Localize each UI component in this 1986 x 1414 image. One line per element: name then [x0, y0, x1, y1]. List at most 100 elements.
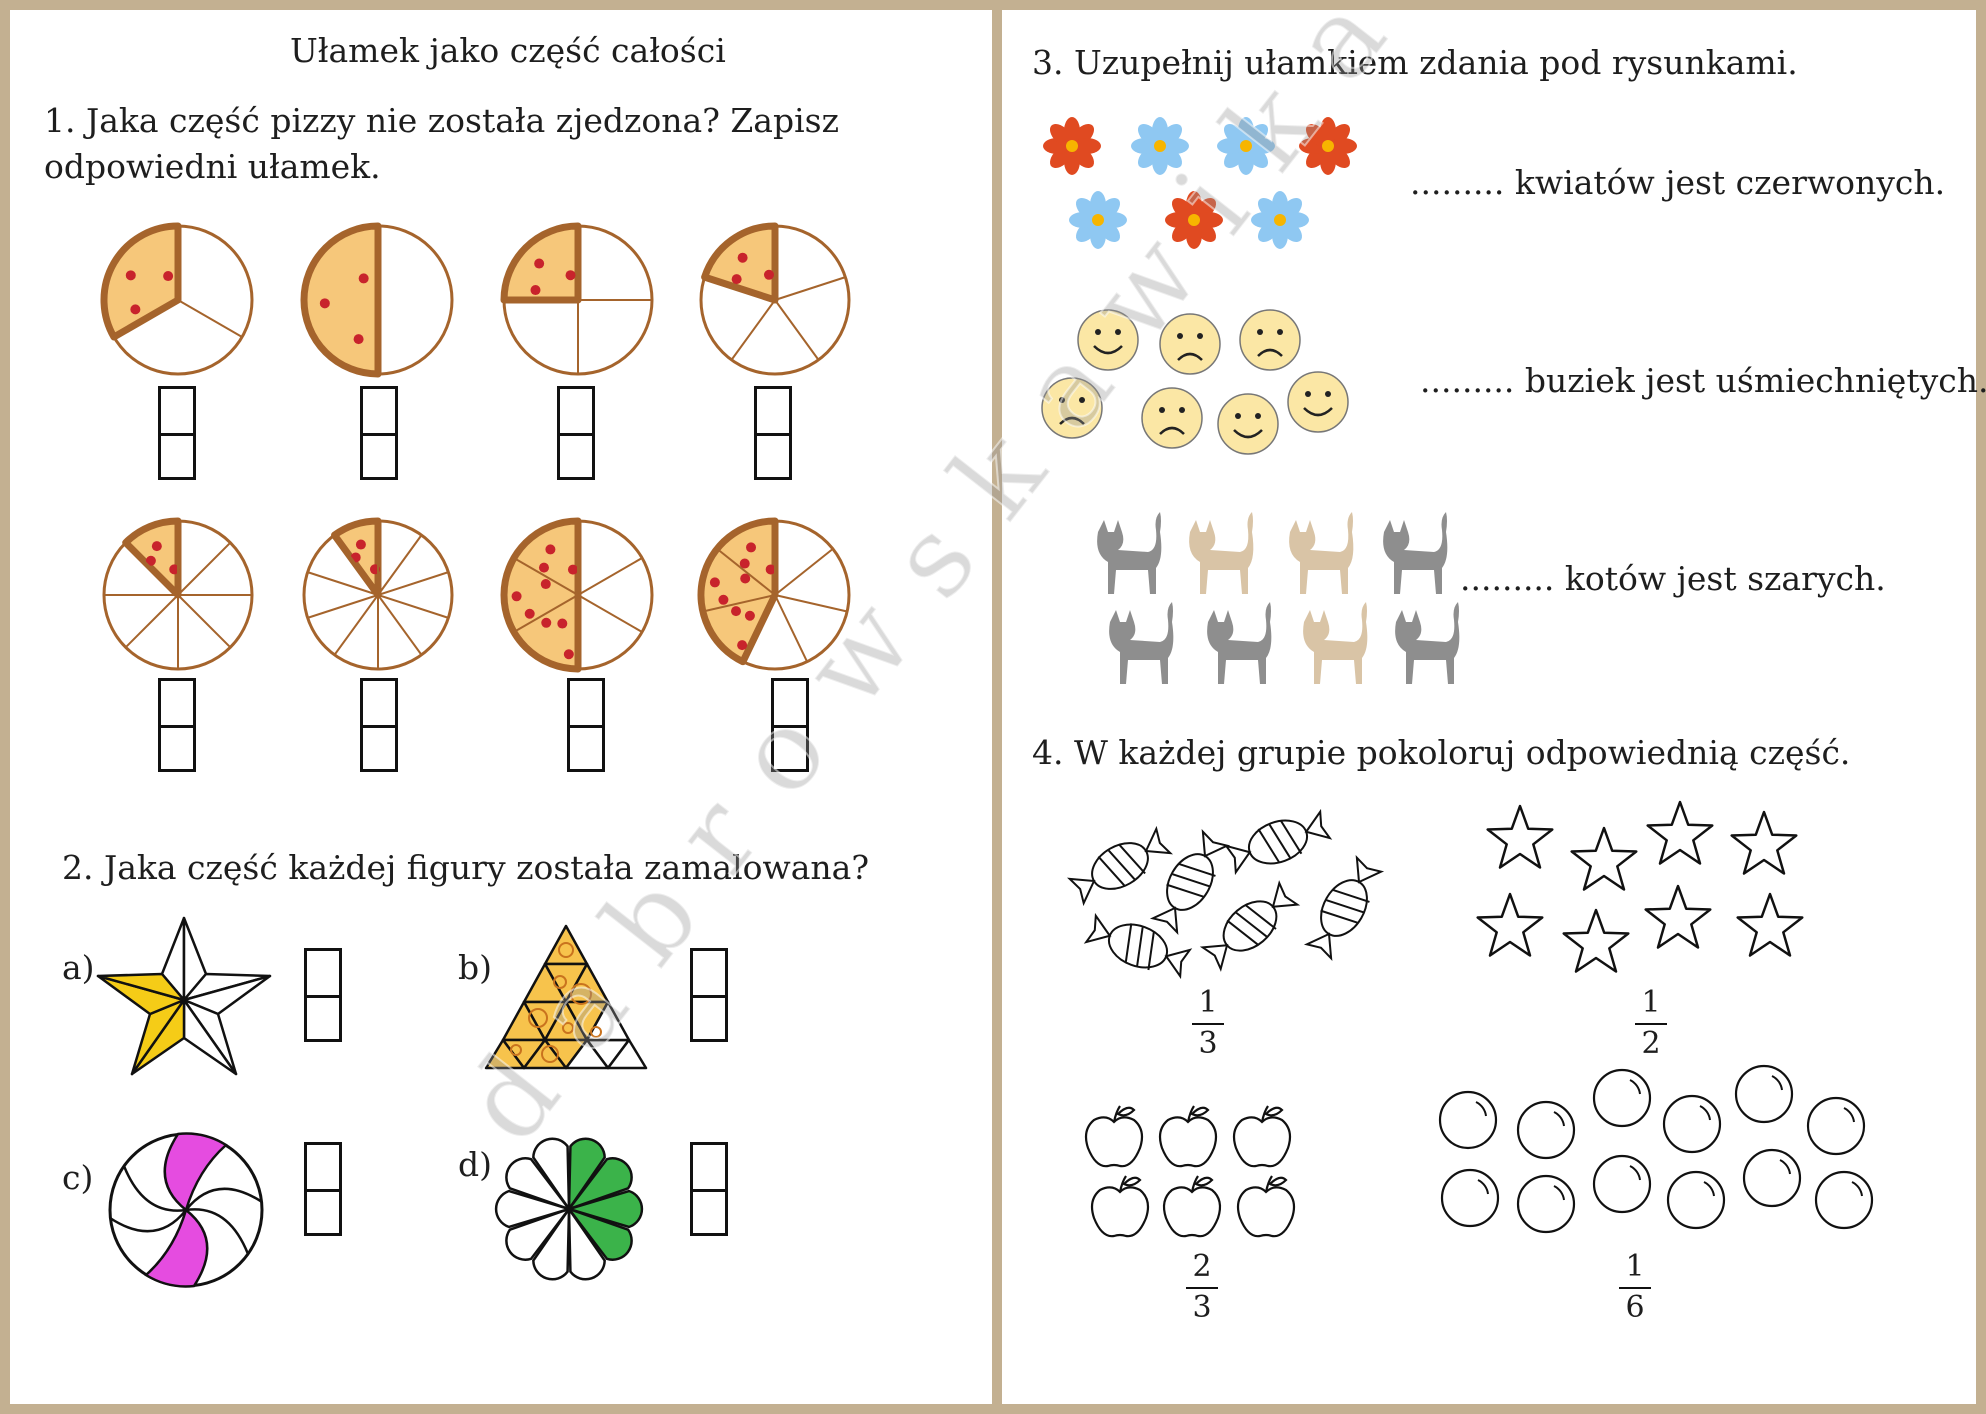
pepperoni — [545, 544, 556, 555]
answer-box-a[interactable] — [304, 948, 342, 1042]
bubble-icon — [1662, 1094, 1722, 1154]
slice-line — [774, 594, 848, 613]
fraction-stars-den: 2 — [1641, 1025, 1661, 1061]
flowers-group — [1043, 117, 1357, 249]
answer-box-c[interactable] — [304, 1142, 342, 1236]
face-icon — [1077, 309, 1139, 371]
pizza-2 — [300, 222, 454, 378]
star-figure-a — [96, 916, 272, 1076]
pizza-7 — [500, 517, 654, 673]
bubble-icon — [1516, 1100, 1576, 1160]
bubble-icon — [1734, 1064, 1794, 1124]
slice-line — [704, 276, 776, 301]
slice-line — [124, 594, 179, 649]
cheese-triangle-b — [484, 924, 648, 1070]
slice-line — [177, 594, 232, 649]
label-b: b) — [458, 948, 492, 987]
flower-icon — [1069, 191, 1127, 249]
slice-line — [177, 299, 243, 338]
flower-icon — [1131, 117, 1189, 175]
q3-text: 3. Uzupełnij ułamkiem zdania pod rysunka… — [1032, 43, 1798, 82]
face-icon — [1141, 387, 1203, 449]
pizza-6 — [302, 517, 454, 671]
star-icon — [1562, 908, 1630, 973]
answer-box-pizza-7[interactable] — [567, 678, 605, 772]
star-icon — [1646, 800, 1714, 865]
answer-box-pizza-2[interactable] — [360, 386, 398, 480]
q1-text-line1: 1. Jaka część pizzy nie została zjedzona… — [44, 101, 839, 140]
pepperoni — [125, 270, 136, 281]
cat-icon — [1109, 602, 1174, 684]
q1-text-line2: odpowiedni ułamek. — [44, 147, 381, 186]
apple-icon — [1236, 1175, 1296, 1238]
q4-text: 4. W każdej grupie pokoloruj odpowiednią… — [1032, 733, 1851, 772]
star-icon — [1644, 884, 1712, 949]
candy-icon — [1199, 880, 1301, 972]
slice-line — [377, 594, 423, 656]
answer-box-pizza-4[interactable] — [754, 386, 792, 480]
flower-icon — [1251, 191, 1309, 249]
stars-group — [1476, 800, 1804, 973]
petal-flower-d — [494, 1137, 644, 1281]
bubble-icon — [1438, 1090, 1498, 1150]
petal — [565, 1157, 633, 1212]
pizza-remaining — [701, 222, 779, 304]
star-icon — [1476, 892, 1544, 957]
cat-icon — [1303, 602, 1368, 684]
fraction-bubbles-den: 6 — [1625, 1289, 1645, 1325]
bubble-icon — [1814, 1170, 1874, 1230]
label-a: a) — [62, 948, 95, 987]
cat-icon — [1395, 602, 1460, 684]
petal — [567, 1137, 606, 1214]
pepperoni — [151, 541, 162, 552]
worksheet-left-page: Ułamek jako część całości 1. Jaka część … — [10, 10, 992, 1404]
bubble-icon — [1440, 1168, 1500, 1228]
slice-line — [577, 557, 643, 596]
pepperoni — [763, 269, 774, 280]
fraction-candies-den: 3 — [1198, 1025, 1218, 1061]
slice-line — [333, 594, 379, 656]
slice-line — [774, 548, 834, 596]
pepperoni — [319, 298, 330, 309]
pepperoni — [744, 610, 755, 621]
answer-box-pizza-1[interactable] — [158, 386, 196, 480]
slice-line — [177, 541, 232, 596]
bubble-icon — [1592, 1154, 1652, 1214]
pizza-3 — [500, 222, 654, 376]
slice-line — [774, 276, 846, 301]
label-c: c) — [62, 1158, 94, 1197]
pepperoni — [540, 579, 551, 590]
cat-icon — [1097, 512, 1162, 594]
answer-box-b[interactable] — [690, 948, 728, 1042]
swirl-circle-c — [108, 1132, 264, 1288]
answer-box-pizza-8[interactable] — [771, 678, 809, 772]
slice-line — [577, 594, 643, 633]
answer-box-pizza-5[interactable] — [158, 678, 196, 772]
pizza-1 — [100, 222, 254, 376]
pepperoni — [524, 608, 535, 619]
pepperoni — [567, 564, 578, 575]
candy-icon — [1149, 828, 1231, 936]
candy-icon — [1223, 808, 1333, 876]
pepperoni — [718, 594, 729, 605]
pepperoni — [538, 562, 549, 573]
apple-icon — [1162, 1175, 1222, 1238]
pepperoni — [765, 564, 776, 575]
slice-line — [333, 534, 379, 596]
candy-icon — [1083, 912, 1193, 980]
apple-icon — [1084, 1105, 1144, 1168]
answer-box-pizza-6[interactable] — [360, 678, 398, 772]
slice-line — [730, 299, 776, 361]
slice-line — [702, 594, 776, 613]
answer-box-d[interactable] — [690, 1142, 728, 1236]
answer-box-pizza-3[interactable] — [557, 386, 595, 480]
fraction-apples-den: 3 — [1192, 1289, 1212, 1325]
slice-line — [513, 557, 579, 596]
face-icon — [1217, 393, 1279, 455]
cat-icon — [1207, 602, 1272, 684]
bubble-icon — [1592, 1068, 1652, 1128]
flower-icon — [1165, 191, 1223, 249]
bubble-icon — [1806, 1096, 1866, 1156]
